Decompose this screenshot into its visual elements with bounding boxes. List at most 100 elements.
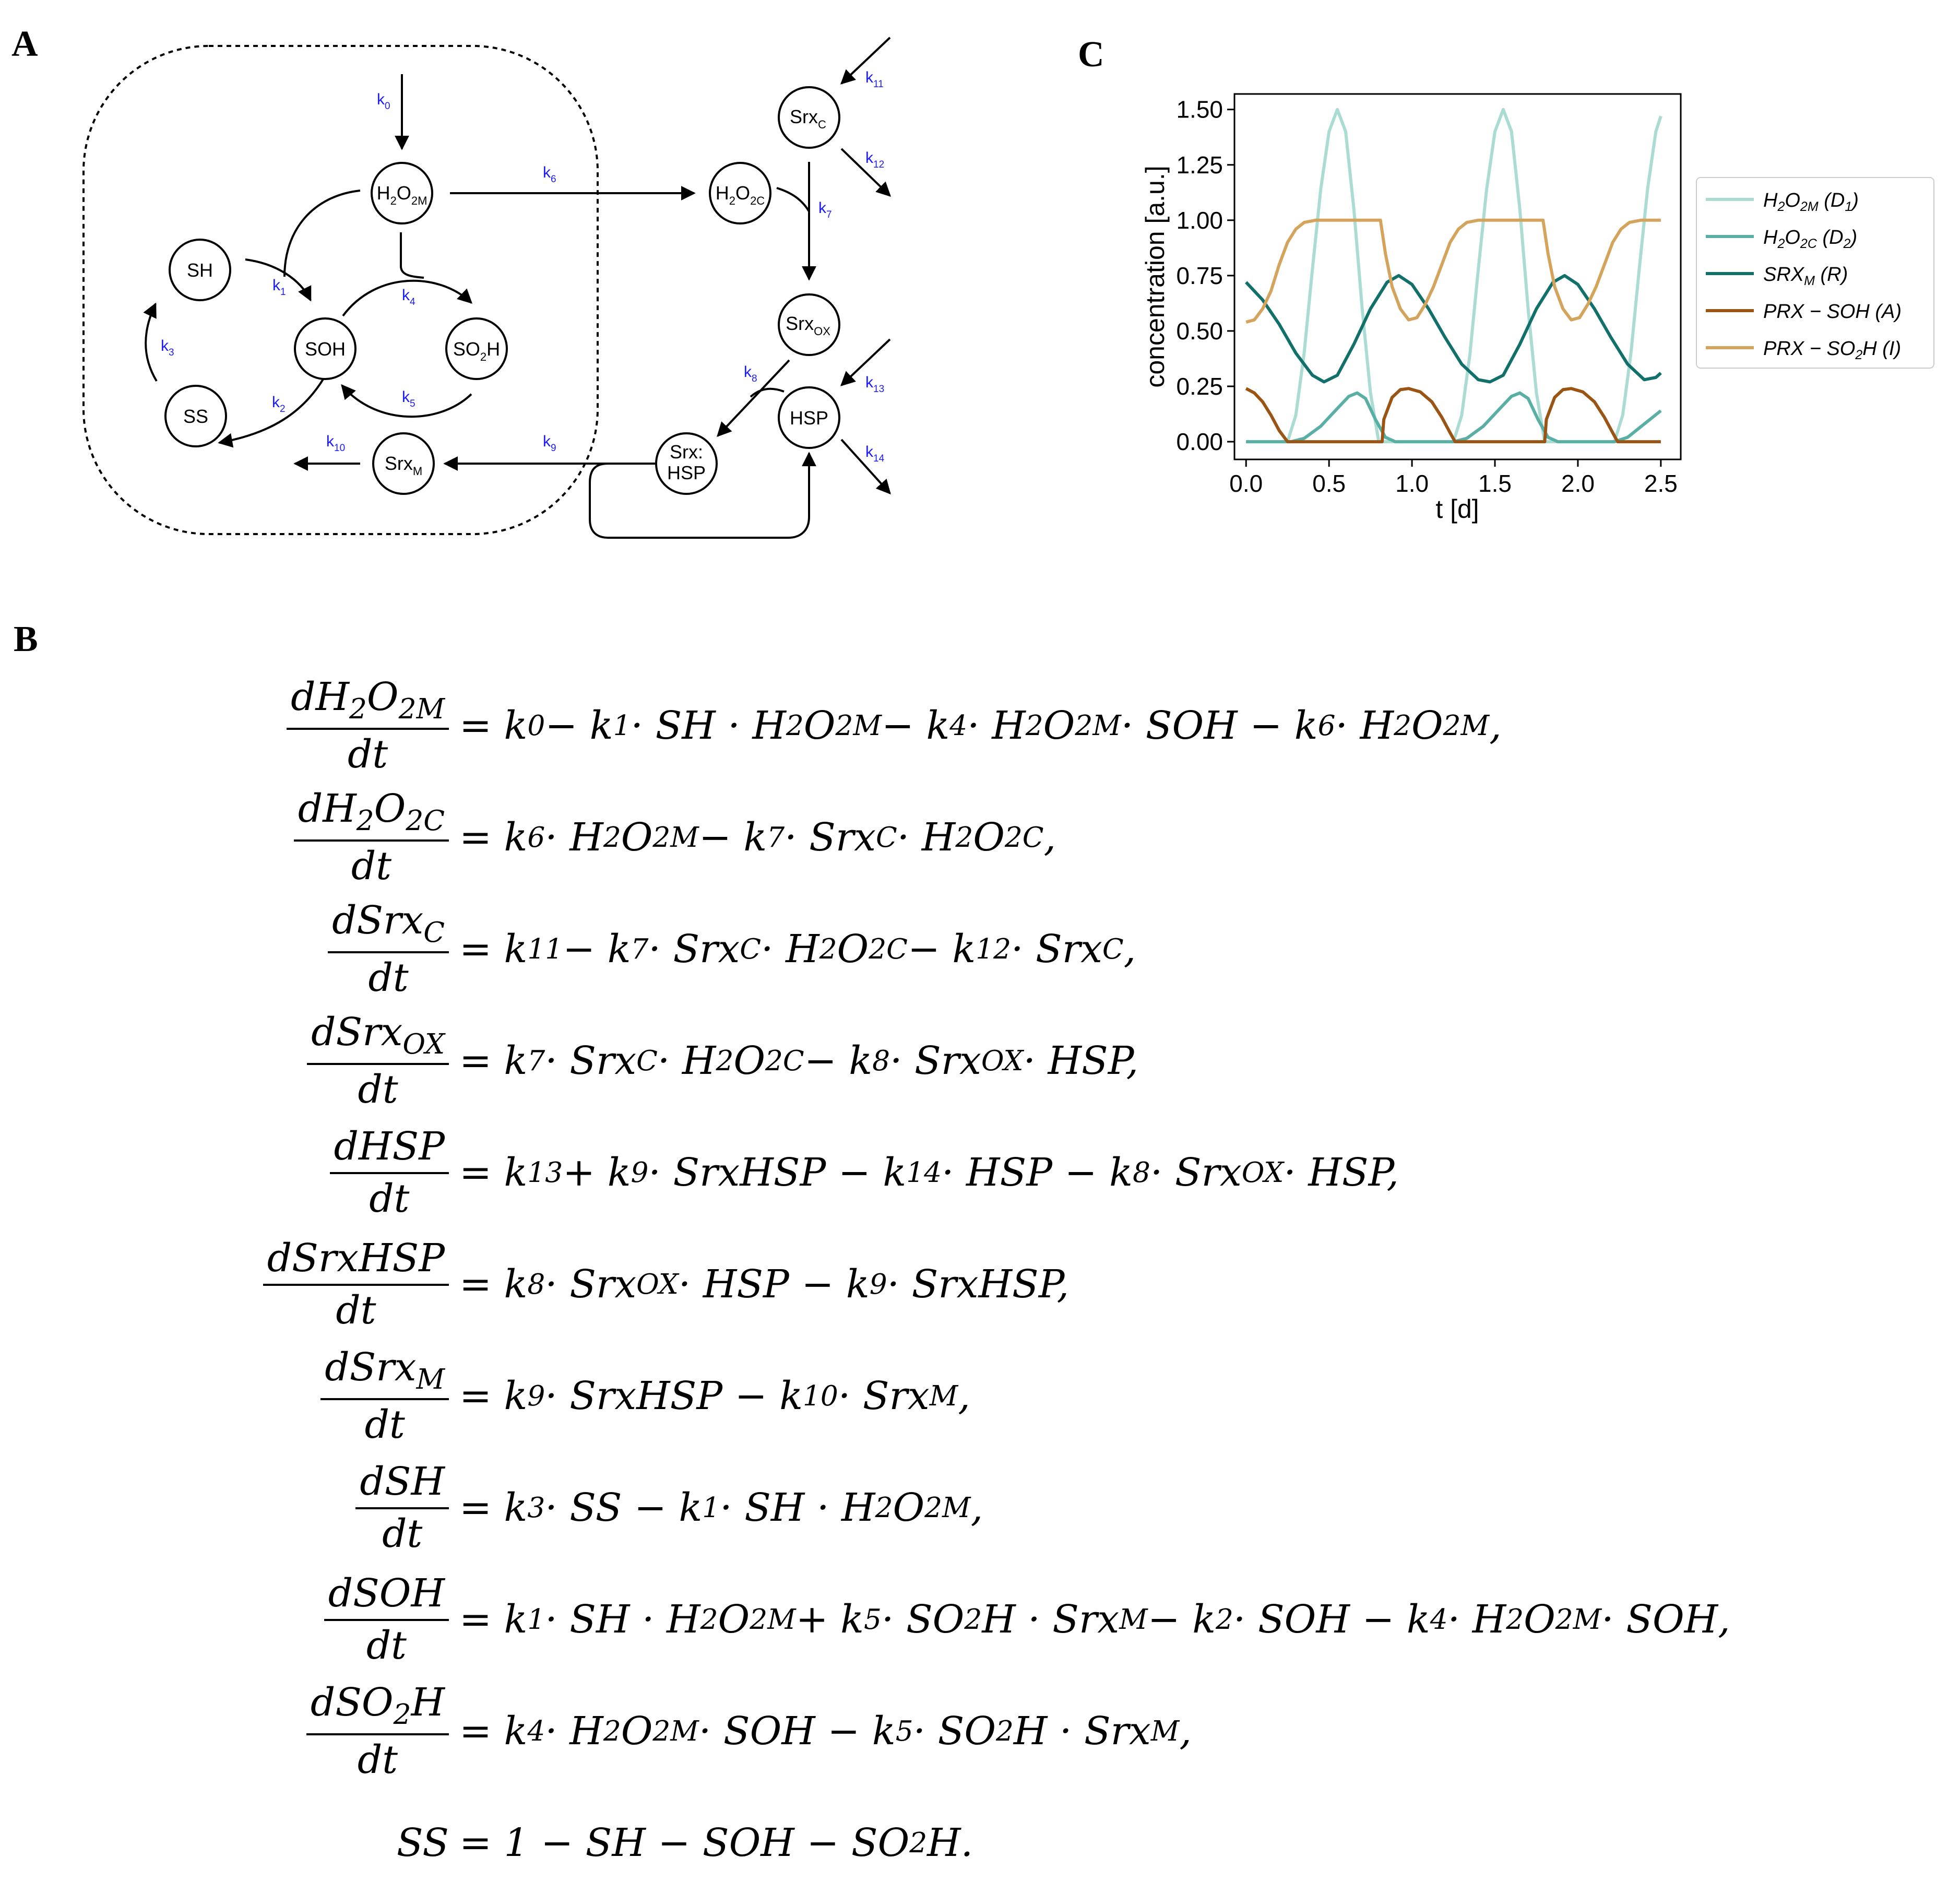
rate-k0: k0: [377, 91, 390, 112]
y-tick-label: 0.50: [1176, 317, 1223, 345]
node-h2o2m: H2O2M: [377, 182, 427, 207]
legend-label-2: SRXM (R): [1763, 264, 1848, 288]
fraction-denominator: dt: [357, 1737, 398, 1783]
arrow-k14: [840, 439, 891, 495]
node-srxm-circle: [372, 432, 435, 495]
rate-k2: k2: [272, 394, 286, 415]
fraction-numerator: dSH: [355, 1459, 449, 1509]
x-tick-label: 1.0: [1395, 470, 1429, 497]
node-srxc: SrxC: [790, 106, 826, 131]
node-srxhsp-line1: Srx:: [670, 441, 703, 463]
arrow-k8: [717, 359, 790, 437]
arrow-k13: [840, 338, 891, 386]
y-tick-label: 1.00: [1176, 207, 1223, 234]
node-srxhsp-circle: [655, 432, 718, 495]
rate-k8: k8: [744, 363, 757, 384]
fraction-denominator: dt: [364, 1402, 405, 1448]
fraction-numerator: dSrxC: [328, 898, 449, 954]
node-sh-circle: [169, 239, 231, 301]
node-soh: SOH: [305, 338, 346, 360]
rate-k10: k10: [326, 433, 345, 454]
arrow-hsp-k8: [750, 387, 785, 398]
y-tick-label: 0.00: [1176, 428, 1223, 455]
legend-box: [1696, 177, 1934, 369]
fraction-numerator: dH2O2C: [293, 786, 449, 842]
arrow-k2: [218, 377, 325, 448]
rate-k3: k3: [161, 337, 174, 358]
node-hsp-circle: [778, 386, 840, 449]
series-line-1: [1246, 391, 1662, 444]
node-srxm: SrxM: [385, 453, 422, 478]
node-srxc-circle: [778, 86, 840, 149]
series-line-0: [1246, 108, 1662, 444]
panel-label-a: A: [11, 24, 38, 64]
rate-k6: k6: [543, 164, 556, 185]
plot-frame: [1233, 93, 1682, 460]
x-tick-label: 0.0: [1229, 470, 1263, 497]
fraction-denominator: dt: [366, 1623, 407, 1668]
arrow-k3: [143, 302, 158, 382]
x-tick-label: 0.5: [1312, 470, 1346, 497]
y-axis-label: concentration [a.u.]: [1141, 165, 1170, 387]
x-axis-label: t [d]: [1435, 494, 1479, 524]
y-tick-label: 0.75: [1176, 262, 1223, 289]
fraction-denominator: dt: [358, 1067, 398, 1113]
x-tick-label: 2.5: [1644, 470, 1678, 497]
equation-lhs-plain: SS: [396, 1820, 449, 1865]
fraction-denominator: dt: [368, 955, 409, 1001]
reaction-network-diagram: H2O2M H2O2C SH SOH SO2H SS SrxM SrxC Srx…: [82, 37, 892, 539]
node-ss-circle: [164, 385, 227, 447]
series-line-3: [1245, 387, 1661, 444]
fraction-denominator: dt: [369, 1176, 410, 1221]
arrow-h2o2m-k4: [400, 232, 424, 279]
arrow-h2o2c-k7: [776, 187, 810, 212]
rate-k12: k12: [865, 149, 884, 170]
node-soh-circle: [294, 317, 357, 380]
fraction-denominator: dt: [336, 1288, 376, 1333]
legend-label-3: PRX − SOH (A): [1763, 301, 1902, 323]
panel-label-c: C: [1078, 34, 1104, 75]
y-tick-label: 1.25: [1176, 151, 1223, 179]
rate-k9: k9: [543, 433, 556, 454]
series-line-2: [1245, 274, 1662, 384]
node-so2h: SO2H: [453, 338, 500, 363]
legend-label-0: H2O2M (D1): [1763, 190, 1859, 214]
mitochondrion-boundary: [82, 45, 599, 535]
rate-k7: k7: [818, 199, 832, 220]
fraction-numerator: dH2O2M: [287, 675, 449, 730]
rate-k11: k11: [865, 69, 884, 90]
rate-k5: k5: [402, 388, 415, 409]
arrow-k1-a: [283, 190, 361, 277]
rate-k1: k1: [272, 277, 286, 298]
rate-k14: k14: [865, 443, 885, 464]
fraction-numerator: dHSP: [329, 1124, 449, 1174]
arrow-k11: [840, 37, 891, 85]
